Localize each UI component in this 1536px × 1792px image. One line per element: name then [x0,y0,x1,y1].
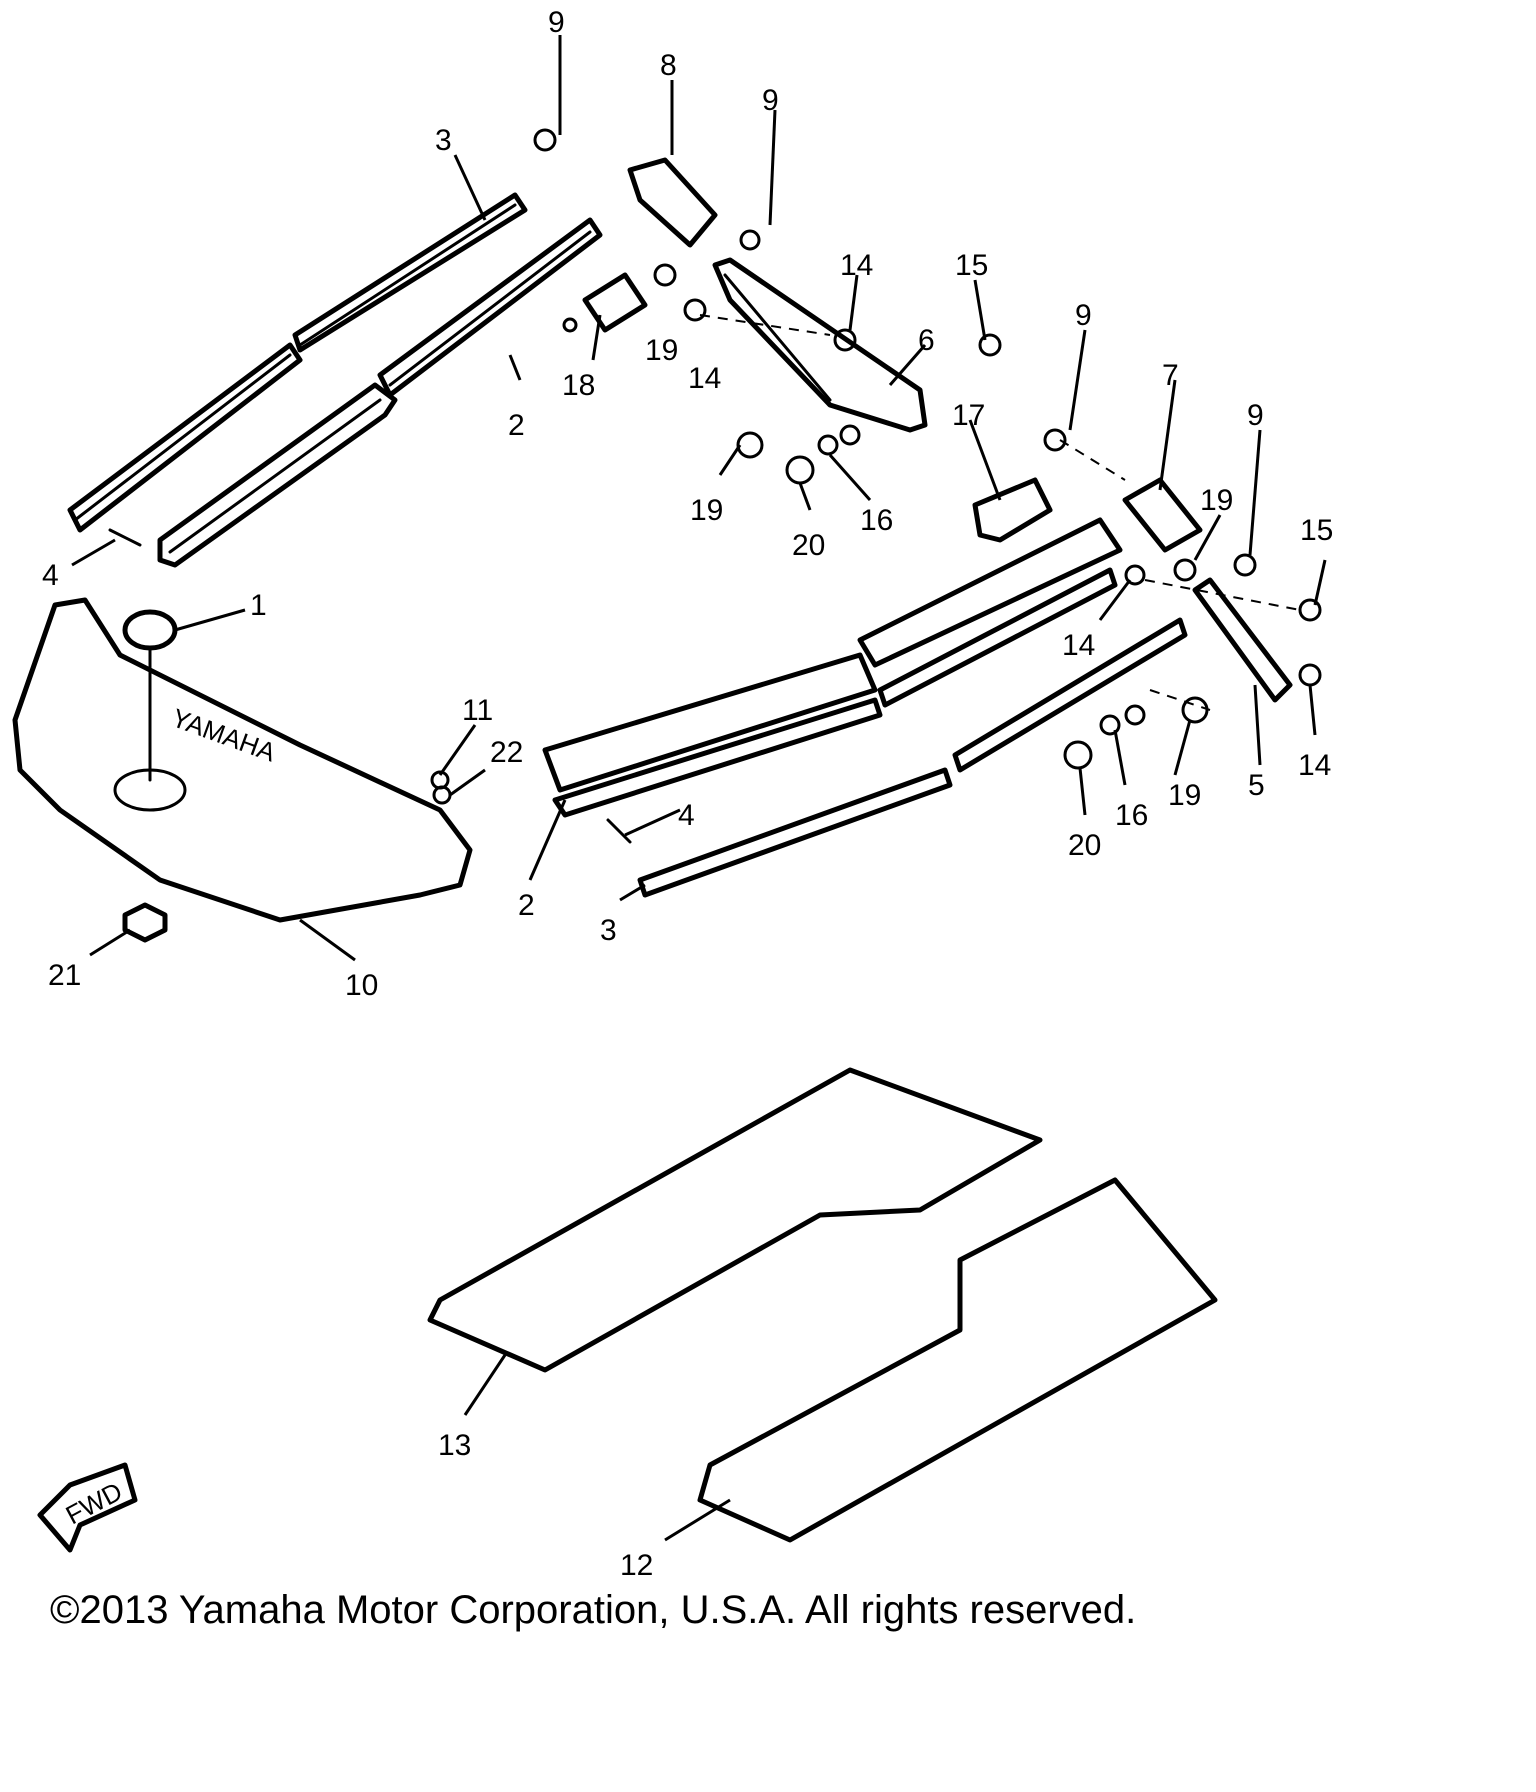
callout-label: 19 [1200,484,1233,517]
callout-label: 1 [250,589,267,622]
part-9-screw-b [1043,428,1067,452]
callout-label: 5 [1248,769,1265,802]
part-18-cap [562,272,648,333]
callout-label: 9 [1247,399,1264,432]
callout-label: 21 [48,959,81,992]
emblem-text: YAMAHA [168,702,280,767]
part-9-clip-top [533,128,557,152]
callout-label: 8 [660,49,677,82]
callout-label: 9 [548,6,565,39]
part-1-grommet [122,609,178,782]
callout-label: 2 [508,409,525,442]
callout-label: 4 [678,799,695,832]
callout-label: 14 [1062,629,1095,662]
part-14-bolt-b [833,328,857,352]
part-3-left-trim [67,192,528,533]
part-16-washer-a [817,434,839,456]
callout-label: 15 [955,249,988,282]
part-14-bolt-c [1298,663,1322,687]
callout-label: 13 [438,1429,471,1462]
part-19-nut-a [653,263,677,287]
part-10-front-cover: YAMAHA [12,597,473,923]
part-3-right-trim [637,617,1188,898]
part-22-washer [432,785,452,805]
callout-label: 19 [1168,779,1201,812]
callout-label: 15 [1300,514,1333,547]
part-4-pin-right [606,818,632,844]
part-19-nut-c [1173,558,1197,582]
dashed-guides [699,314,1301,711]
callout-label: 7 [1162,359,1179,392]
callout-label: 3 [600,914,617,947]
part-15-screw-b [1298,598,1322,622]
part-14-bolt-a [683,298,707,322]
part-20-nut-a [785,455,815,485]
callout-label: 12 [620,1549,653,1582]
leader-lines [71,35,1327,1542]
callout-label: 20 [792,529,825,562]
callout-label: 9 [762,84,779,117]
part-14-bolt-d [1124,564,1146,586]
part-8-bracket [627,157,718,248]
part-2-left-rail [157,217,603,568]
part-13-mat [427,1067,1043,1373]
part-16-washer-d [1124,704,1146,726]
part-16-washer-c [1099,714,1121,736]
callout-label: 18 [562,369,595,402]
callout-label: 17 [952,399,985,432]
callout-label: 4 [42,559,59,592]
callout-label: 3 [435,124,452,157]
part-17-cap [972,477,1053,543]
part-5-stay [1192,577,1293,703]
callouts: 9 8 9 3 14 15 6 9 7 18 19 14 2 17 9 19 1… [42,6,1333,1582]
part-7-bracket [1122,477,1203,553]
callout-label: 2 [518,889,535,922]
callout-label: 10 [345,969,378,1002]
callout-label: 16 [860,504,893,537]
callout-label: 9 [1075,299,1092,332]
part-9-screw-a [739,229,761,251]
callout-label: 19 [690,494,723,527]
part-12-mat [697,1177,1218,1543]
callout-label: 11 [462,694,493,727]
part-9-screw-c [1233,553,1257,577]
part-19-nut-b [736,431,764,459]
callout-label: 14 [688,362,721,395]
callout-label: 14 [1298,749,1331,782]
callout-label: 6 [918,324,935,357]
part-2-right-rail [542,517,1123,818]
part-6-stay [712,257,928,433]
part-20-nut-b [1063,740,1093,770]
callout-label: 14 [840,249,873,282]
part-16-washer-b [839,424,861,446]
part-4-pin-left [108,528,142,547]
part-15-screw-a [978,333,1002,357]
callout-label: 20 [1068,829,1101,862]
fwd-arrow-icon: FWD [37,1462,138,1553]
callout-label: 19 [645,334,678,367]
callout-label: 16 [1115,799,1148,832]
copyright-notice: ©2013 Yamaha Motor Corporation, U.S.A. A… [50,1588,1137,1632]
callout-label: 22 [490,736,523,769]
part-21-nut [122,902,168,943]
